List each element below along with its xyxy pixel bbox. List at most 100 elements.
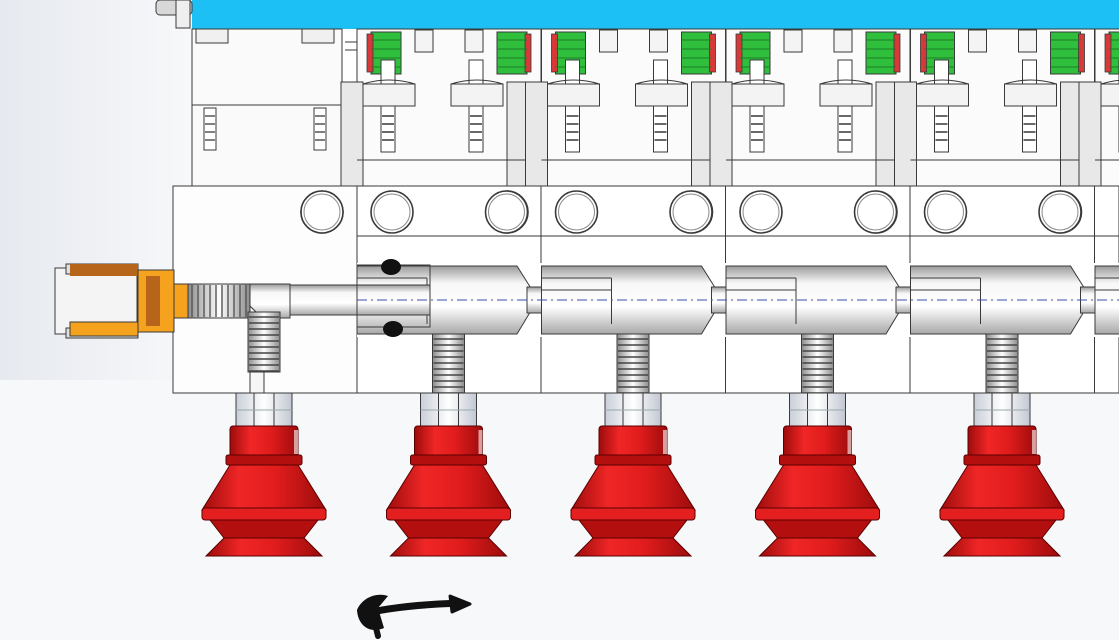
hole-inner-ring [558,193,595,231]
guide-pin [1022,105,1037,153]
clamp-block [833,29,853,53]
cup-bellow-rim [570,507,696,521]
air-fitting [54,263,291,394]
green-clip [681,31,712,75]
guide-pin [749,105,765,153]
red-clip-edge [1078,33,1085,73]
pin-bracket-curve [916,79,969,85]
pin-bracket [1100,83,1119,107]
clamp-block [968,29,987,53]
green-clip [865,31,897,75]
cup-highlight [663,430,667,454]
fitting-collar-ring [173,283,189,319]
pin-bracket-curve [1004,79,1057,85]
circle-icon [669,190,713,234]
end-plate-pin [203,107,217,151]
pin-bracket-curve [635,79,688,85]
carriage-module [894,28,1095,187]
hole-inner-ring [672,193,710,231]
suction-cup-assembly [385,333,512,557]
cup-highlight [294,430,298,454]
pin-bracket-curve [547,79,600,85]
guide-pin [837,105,853,153]
cup-bellow-rim [201,507,327,521]
cup-lip [942,537,1062,557]
pin-bracket [450,83,504,107]
suction-cup-assembly [939,333,1065,557]
cup-bellow-waist [208,519,320,539]
double-headed-arrow-icon [357,594,472,639]
carriage-module [1078,28,1119,187]
cup-lip [758,537,877,557]
cup-highlight [1032,430,1036,454]
pin-bracket [819,83,873,107]
circle-icon [739,190,783,234]
cup-ring [225,454,303,466]
top-rail [155,0,1119,29]
cup-bellow-waist [762,519,873,539]
end-plate-tab [301,28,335,44]
circle-icon [484,190,529,234]
threaded-stud [616,333,650,395]
hole-inner-ring [1041,193,1079,231]
suction-cup-assembly [570,333,696,557]
guide-pin [934,105,949,153]
circle-icon [1038,190,1082,234]
cup-bellow-waist [577,519,689,539]
guide-pin [380,105,396,153]
cup-ring [410,454,487,466]
pin-bracket-curve [450,79,504,85]
red-clip-edge [551,33,558,73]
circle-icon [554,190,599,234]
end-plate-tab [195,28,229,44]
threaded-stud [801,333,834,395]
fitting-band-top [70,264,138,276]
clamp-block [1018,29,1037,53]
red-clip-edge [893,33,901,73]
guide-pin [653,105,668,153]
carriage-side-guide [709,81,733,187]
red-clip-edge [709,33,716,73]
clamp-block [783,29,803,53]
cup-bellow-rim [386,507,511,521]
threaded-stud [985,333,1019,395]
red-clip-edge [366,33,374,73]
cup-highlight [847,430,852,454]
hole-inner-ring [857,193,894,231]
upper-housing-row [191,28,1119,187]
green-clip [1050,31,1081,75]
hole-inner-ring [742,193,780,231]
circle-icon [300,190,344,234]
cup-bellow-waist [393,519,504,539]
clamp-block [599,29,618,53]
threaded-stud [247,311,281,373]
pin-bracket-curve [731,79,785,85]
rail-bracket [175,0,191,29]
pin-bracket-curve [819,79,873,85]
cup-bellow-waist [946,519,1058,539]
cup-lip [389,537,508,557]
cup-lip [573,537,693,557]
cup-ring [963,454,1041,466]
hole-inner-ring [488,193,525,231]
sliding-shaft [271,259,1119,337]
carriage-side-guide [340,81,364,187]
pin-bracket [362,83,416,107]
cup-lip [204,537,324,557]
end-plate-pin [313,107,327,151]
fitting-nut-shade [146,276,160,326]
marker-dot [383,321,403,337]
pin-bracket-curve [362,79,416,85]
carriage-module [709,28,911,187]
cup-bellow-rim [755,507,880,521]
lower-floor-shade [0,380,1119,640]
green-clip [496,31,528,75]
red-clip-edge [524,33,532,73]
pin-bracket [731,83,785,107]
fitting-band-bottom [69,321,139,337]
circle-icon [923,190,968,234]
pin-bracket [916,83,969,107]
suction-cup-assembly [754,333,881,557]
